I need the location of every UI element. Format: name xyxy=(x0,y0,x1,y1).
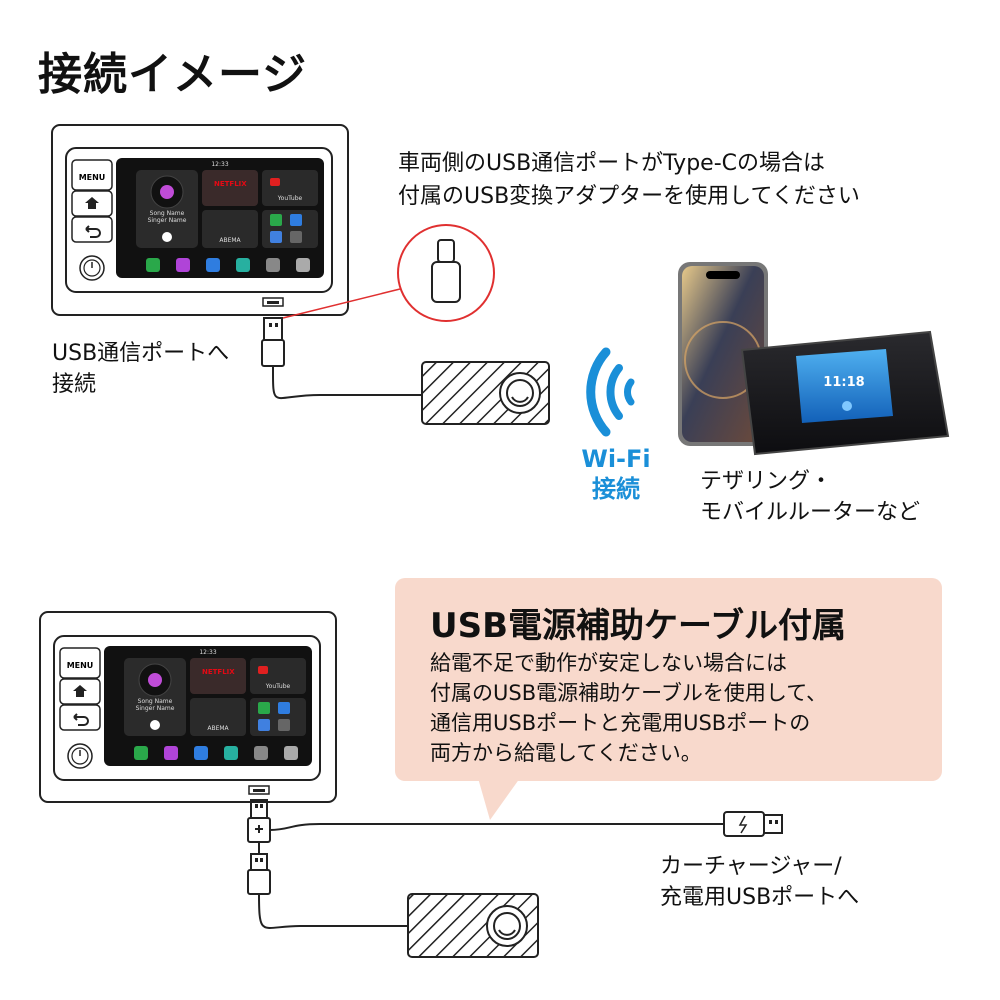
head-unit-bottom: MENU 12:33 Song Name Singer Name NETFLIX… xyxy=(39,611,337,803)
abema-tile xyxy=(202,210,258,248)
back-icon xyxy=(85,225,101,238)
song-name: Song Name xyxy=(138,698,173,705)
back-icon xyxy=(73,713,89,726)
top-cable xyxy=(272,373,422,399)
netflix-label: NETFLIX xyxy=(202,668,235,676)
music-icon xyxy=(160,185,174,199)
charger-label-line1: カーチャージャー/ xyxy=(660,854,842,879)
abema-tile xyxy=(190,698,246,736)
netflix-tile xyxy=(190,658,246,694)
wifi-dongle-bottom xyxy=(407,893,539,958)
singer-name: Singer Name xyxy=(148,217,187,224)
menu-button xyxy=(59,647,101,679)
callout-box xyxy=(395,578,942,781)
menu-button xyxy=(71,159,113,191)
abema-label: ABEMA xyxy=(207,725,229,732)
usb-plug-bottom-b xyxy=(247,853,271,895)
callout-pointer xyxy=(478,778,520,820)
router-time: 11:18 xyxy=(823,375,864,390)
head-unit-top: MENU 12:33 Song Name Singer Name NETFLIX… xyxy=(51,124,349,316)
usb-port-label-line1: USB通信ポートへ xyxy=(52,341,230,366)
wifi-icon xyxy=(586,347,635,437)
adapter-note-line2: 付属のUSB変換アダプターを使用してください xyxy=(398,184,860,209)
home-icon xyxy=(85,197,99,209)
home-icon xyxy=(73,685,87,697)
usb-plug-charger xyxy=(723,811,783,837)
usb-plug-bottom-a xyxy=(247,799,271,843)
lightning-icon xyxy=(738,815,748,834)
callout-line3: 通信用USBポートと充電用USBポートの xyxy=(430,711,811,735)
device-label-line2: モバイルルーターなど xyxy=(700,500,921,525)
play-icon xyxy=(150,720,160,730)
bottom-cable xyxy=(258,893,408,929)
youtube-label: YouTube xyxy=(277,195,303,202)
abema-label: ABEMA xyxy=(219,237,241,244)
adapter-note-line1: 車両側のUSB通信ポートがType-Cの場合は xyxy=(398,151,825,176)
play-icon xyxy=(162,232,172,242)
wifi-dongle-top xyxy=(421,361,550,425)
mobile-router: 11:18 xyxy=(740,330,950,456)
adapter-pointer-line xyxy=(282,288,401,319)
netflix-tile xyxy=(202,170,258,206)
page-title: 接続イメージ xyxy=(38,49,308,100)
youtube-label: YouTube xyxy=(265,683,291,690)
wifi-label-line1: Wi-Fi xyxy=(581,445,651,473)
menu-label: MENU xyxy=(79,173,106,182)
adapter-callout-circle xyxy=(397,224,495,322)
callout-line4: 両方から給電してください。 xyxy=(430,741,702,765)
netflix-label: NETFLIX xyxy=(214,180,247,188)
screen-clock: 12:33 xyxy=(199,649,216,656)
smartphone xyxy=(678,262,768,446)
usb-c-adapter xyxy=(431,239,461,303)
wifi-label-line2: 接続 xyxy=(592,475,640,503)
usb-port-label-line2: 接続 xyxy=(52,372,97,397)
charger-label-line2: 充電用USBポートへ xyxy=(660,885,860,910)
power-aux-cable xyxy=(269,823,724,831)
music-icon xyxy=(148,673,162,687)
device-label-line1: テザリング・ xyxy=(700,469,833,494)
callout-line2: 付属のUSB電源補助ケーブルを使用して、 xyxy=(430,681,828,705)
callout-title: USB電源補助ケーブル付属 xyxy=(430,606,846,646)
usb-plug-top xyxy=(261,317,285,374)
singer-name: Singer Name xyxy=(136,705,175,712)
menu-label: MENU xyxy=(67,661,94,670)
screen-clock: 12:33 xyxy=(211,161,228,168)
callout-body: 給電不足で動作が安定しない場合には 付属のUSB電源補助ケーブルを使用して、 通… xyxy=(430,648,827,768)
song-name: Song Name xyxy=(150,210,185,217)
callout-line1: 給電不足で動作が安定しない場合には xyxy=(430,651,787,675)
